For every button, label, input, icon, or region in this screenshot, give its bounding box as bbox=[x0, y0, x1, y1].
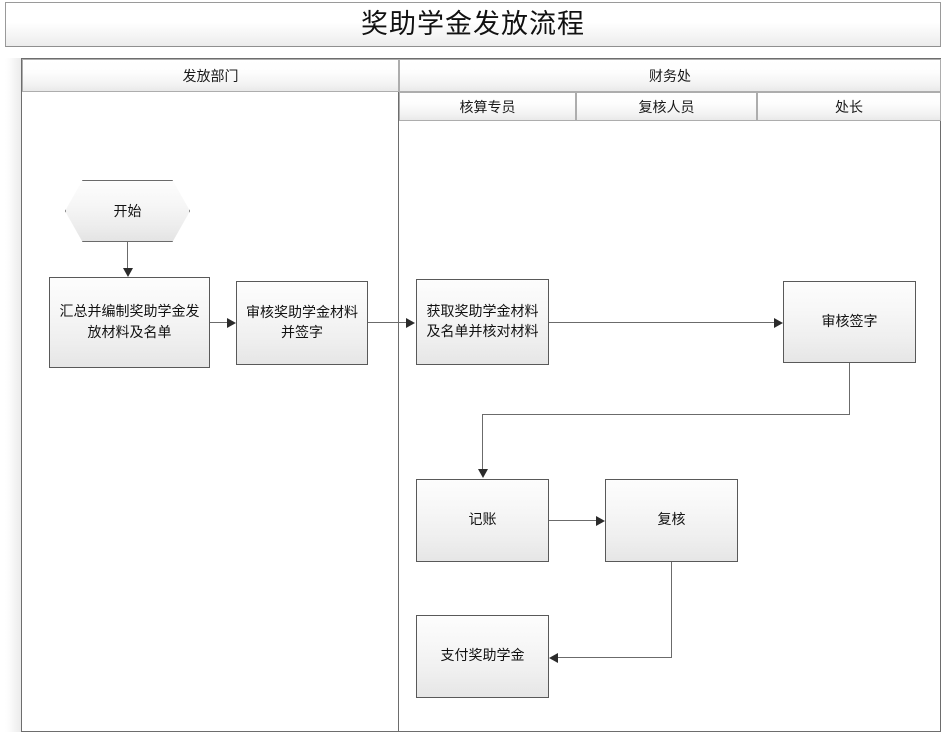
lane-header-label: 处长 bbox=[835, 99, 863, 116]
flow-node-label: 汇总并编制奖助学金发放材料及名单 bbox=[59, 304, 200, 341]
connector-bookkeep-to-recheck bbox=[549, 520, 597, 521]
arrowhead-start-to-compile bbox=[123, 268, 133, 277]
flow-node-compile[interactable]: 汇总并编制奖助学金发放材料及名单 bbox=[49, 277, 210, 368]
lane-header-label: 复核人员 bbox=[638, 99, 695, 116]
connector-obtain-to-approve bbox=[549, 322, 775, 323]
arrowhead-approve-to-bookkeep bbox=[478, 469, 488, 478]
lane-divider-vertical bbox=[398, 92, 399, 732]
flow-node-label: 记账 bbox=[468, 512, 497, 529]
connector-approve-left bbox=[482, 414, 850, 415]
connector-approve-to-bookkeep bbox=[482, 414, 483, 470]
flow-node-obtain[interactable]: 获取奖助学金材料及名单并核对材料 bbox=[416, 279, 549, 365]
flow-node-label: 审核奖助学金材料并签字 bbox=[246, 304, 358, 341]
lane-header-label: 核算专员 bbox=[459, 99, 516, 116]
connector-recheck-down bbox=[671, 562, 672, 657]
lane-header-label: 财务处 bbox=[649, 68, 691, 85]
lane-header-label: 发放部门 bbox=[182, 68, 239, 85]
flow-node-recheck[interactable]: 复核 bbox=[605, 479, 738, 562]
flow-node-start[interactable]: 开始 bbox=[65, 180, 190, 242]
flow-node-label: 开始 bbox=[113, 204, 142, 220]
flow-node-review-sign[interactable]: 审核奖助学金材料并签字 bbox=[236, 281, 368, 365]
flow-node-pay[interactable]: 支付奖助学金 bbox=[416, 615, 549, 698]
arrowhead-review-sign-to-obtain bbox=[406, 318, 415, 328]
arrowhead-obtain-to-approve bbox=[774, 318, 783, 328]
lane-title-strip bbox=[5, 58, 22, 732]
arrowhead-compile-to-review-sign bbox=[227, 318, 236, 328]
flow-node-bookkeep[interactable]: 记账 bbox=[416, 479, 549, 562]
diagram-title-bar: 奖助学金发放流程 bbox=[5, 2, 941, 47]
lane-header-chuzhang: 处长 bbox=[757, 92, 941, 121]
lane-header-fafang-bumen: 发放部门 bbox=[22, 59, 399, 92]
connector-approve-down bbox=[849, 363, 850, 415]
lane-header-fuhe-renyuan: 复核人员 bbox=[576, 92, 757, 121]
connector-start-to-compile bbox=[127, 242, 128, 269]
flow-node-approve[interactable]: 审核签字 bbox=[783, 281, 916, 363]
flow-node-label: 审核签字 bbox=[821, 313, 878, 330]
flow-node-label: 复核 bbox=[657, 512, 686, 529]
lane-header-caiwu-chu: 财务处 bbox=[399, 59, 941, 92]
connector-compile-to-review-sign bbox=[210, 322, 229, 323]
flow-node-label: 获取奖助学金材料及名单并核对材料 bbox=[426, 303, 539, 340]
arrowhead-recheck-to-pay bbox=[549, 653, 558, 663]
connector-review-sign-to-obtain bbox=[368, 322, 407, 323]
flow-node-label: 支付奖助学金 bbox=[440, 648, 525, 665]
connector-recheck-to-pay bbox=[558, 657, 672, 658]
page-title: 奖助学金发放流程 bbox=[361, 9, 585, 40]
arrowhead-bookkeep-to-recheck bbox=[596, 516, 605, 526]
lane-header-hesuan-zhuanyuan: 核算专员 bbox=[399, 92, 576, 121]
